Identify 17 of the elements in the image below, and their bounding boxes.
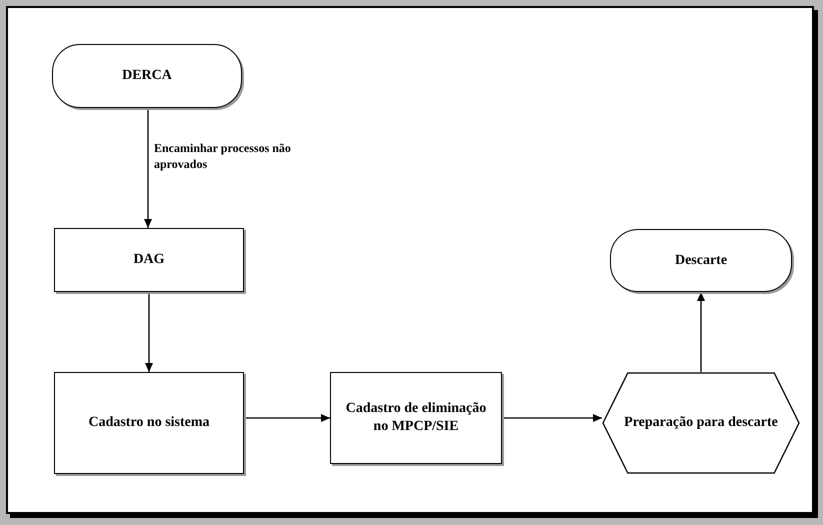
arrow bbox=[145, 292, 153, 372]
arrow bbox=[697, 292, 705, 372]
arrow bbox=[244, 414, 330, 422]
terminal-shape bbox=[52, 44, 242, 108]
node-text: DAG bbox=[132, 251, 166, 269]
process-box bbox=[54, 372, 244, 474]
arrow bbox=[502, 414, 602, 422]
node-text: DERCA bbox=[121, 67, 173, 85]
process-box bbox=[54, 228, 244, 292]
terminal-shape bbox=[610, 229, 792, 292]
arrow bbox=[144, 108, 152, 228]
preparation-hexagon bbox=[602, 372, 800, 474]
node-text: Preparação para descarte bbox=[623, 414, 779, 432]
node-text: Cadastro no sistema bbox=[87, 414, 211, 432]
node-text: Cadastro de eliminação no MPCP/SIE bbox=[344, 400, 488, 436]
node-text: Descarte bbox=[674, 252, 728, 270]
process-box bbox=[330, 372, 502, 464]
